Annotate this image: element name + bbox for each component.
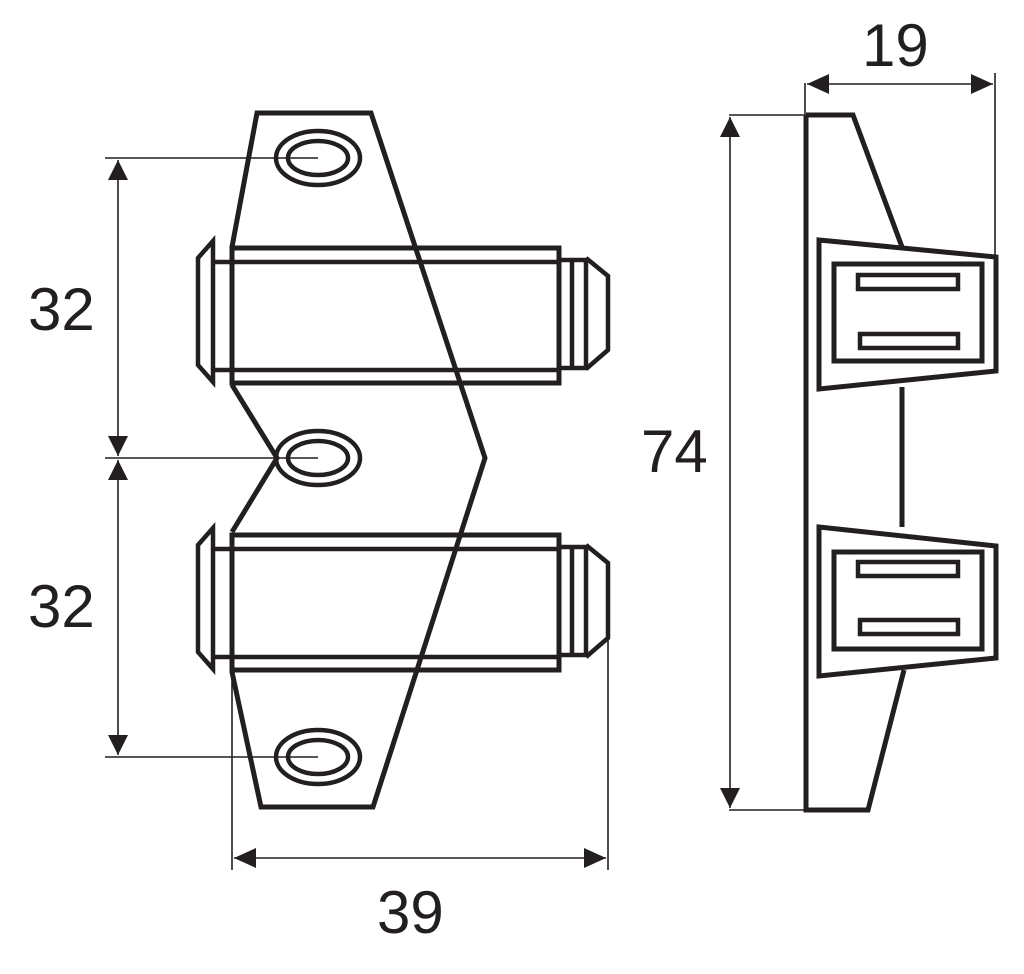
side-latch-lower [816, 524, 999, 679]
dimension-upper-32 [108, 160, 128, 456]
arrow-right-icon [971, 74, 993, 94]
arrow-up-icon [108, 160, 128, 180]
arrow-up-icon [720, 117, 740, 137]
arrow-left-icon [234, 848, 256, 868]
arrow-right-icon [584, 848, 606, 868]
dimension-label-upper: 32 [28, 276, 95, 343]
dimension-depth-19 [804, 73, 996, 257]
arrow-left-icon [807, 74, 829, 94]
lower-latch-cylinder [195, 522, 611, 675]
arrow-down-icon [720, 788, 740, 808]
dimension-label-height: 74 [641, 418, 708, 485]
arrow-up-icon [108, 460, 128, 480]
dimension-width-39 [231, 640, 609, 870]
front-view: 32 32 39 [28, 110, 611, 946]
arrow-down-icon [108, 436, 128, 456]
dimension-height-74 [720, 114, 806, 811]
dimension-label-width: 39 [377, 879, 444, 946]
side-latch-upper [816, 237, 999, 392]
upper-latch-cylinder [195, 235, 611, 388]
dimension-label-lower: 32 [28, 573, 95, 640]
arrow-down-icon [108, 735, 128, 755]
side-base-profile [803, 112, 907, 813]
dimension-lower-32 [108, 460, 128, 755]
side-view: 74 19 [641, 12, 999, 813]
dimension-label-depth: 19 [862, 12, 929, 79]
